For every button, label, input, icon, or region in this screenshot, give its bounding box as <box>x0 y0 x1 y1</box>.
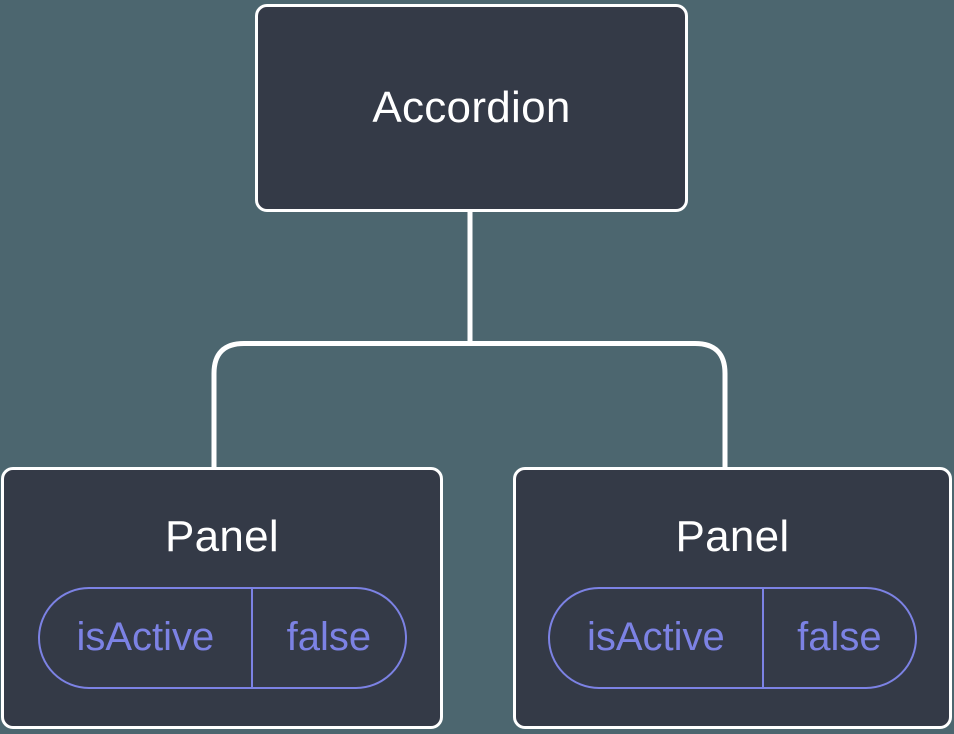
state-key-label: isActive <box>40 588 254 687</box>
state-value-label: false <box>797 615 882 660</box>
node-panel-1-label: Panel <box>164 512 280 561</box>
state-pill-1: isActive false <box>37 586 407 689</box>
node-accordion-label: Accordion <box>372 83 571 132</box>
node-panel-2-label: Panel <box>675 512 790 561</box>
state-value-label: false <box>286 615 372 660</box>
node-panel-1: Panel isActive false <box>1 467 443 729</box>
connector-branch <box>211 341 728 468</box>
state-key-label: isActive <box>550 588 764 687</box>
state-pill-2: isActive false <box>548 586 917 689</box>
node-panel-2: Panel isActive false <box>513 467 952 729</box>
node-accordion: Accordion <box>255 4 688 212</box>
